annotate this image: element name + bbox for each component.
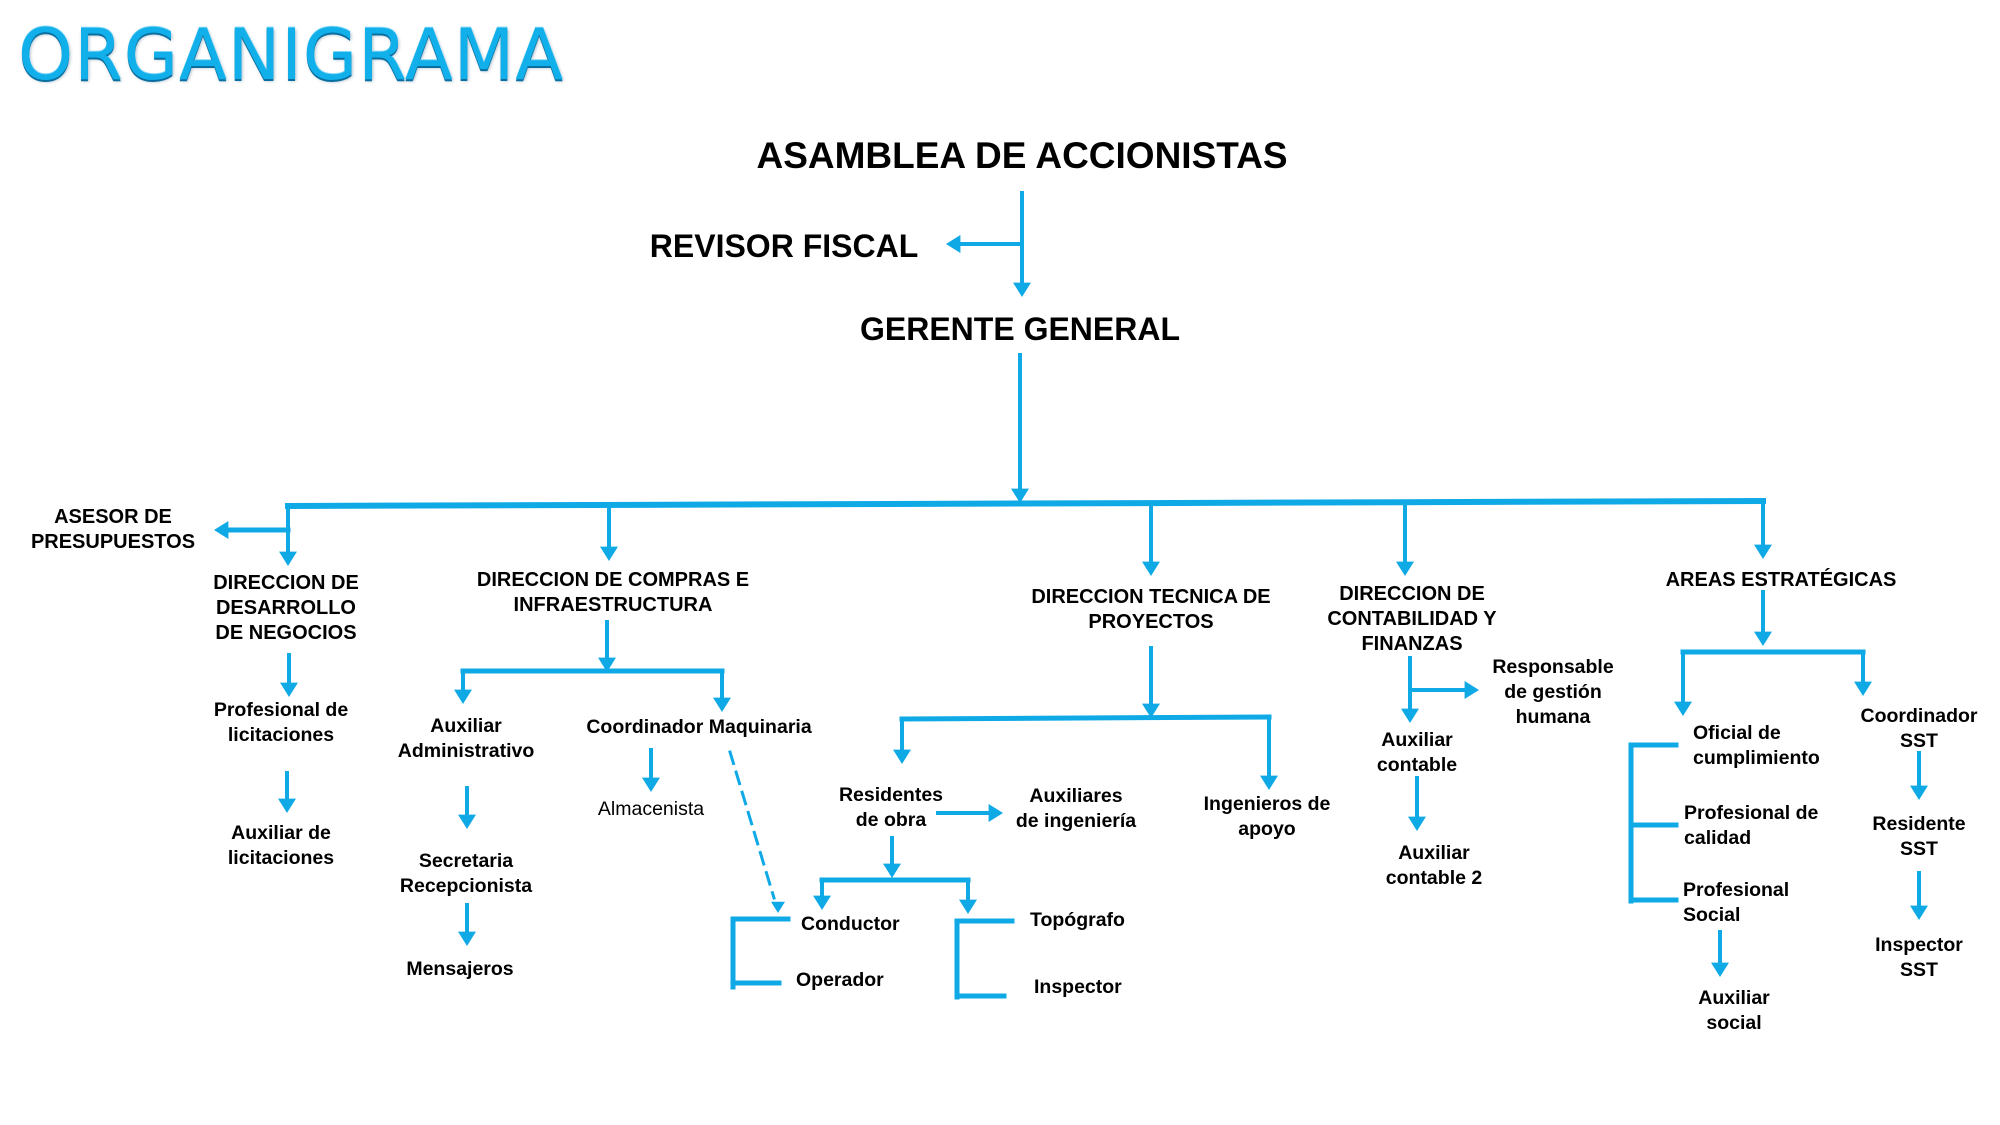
node-gerente-general: GERENTE GENERAL — [859, 311, 1181, 347]
connector-almacenista-arrowhead-icon — [642, 777, 660, 792]
node-auxiliar-social: Auxiliar social — [1698, 987, 1770, 1034]
node-profesional-calidad: Profesional de calidad — [1684, 802, 1819, 849]
connector-residente-sst-arrowhead-icon — [1910, 785, 1928, 800]
node-asesor-presupuestos: ASESOR DE PRESUPUESTOS — [30, 506, 196, 553]
node-direccion-contabilidad: DIRECCION DE CONTABILIDAD Y FINANZAS — [1327, 583, 1497, 655]
node-auxiliar-administrativo: Auxiliar Administrativo — [397, 715, 535, 762]
node-direccion-tecnica: DIRECCION TECNICA DE PROYECTOS — [1031, 586, 1271, 633]
node-responsable-gestion-humana: Responsable de gestión humana — [1492, 656, 1614, 728]
connector-compras-sub-arrowhead-icon — [598, 657, 616, 672]
node-direccion-negocios: DIRECCION DE DESARROLLO DE NEGOCIOS — [213, 572, 359, 644]
connector-coordinador-maquinaria-arrowhead-icon — [713, 697, 731, 712]
connector-gerente-bus-arrowhead-icon — [1011, 488, 1029, 503]
connector-tecnica-sub-arrowhead-icon — [1142, 703, 1160, 718]
connector-asamblea-gerente-arrowhead-icon — [1013, 282, 1031, 297]
connector-mensajeros-arrowhead-icon — [458, 931, 476, 946]
node-coordinador-sst: Coordinador SST — [1860, 705, 1978, 752]
connector-aux-contable-2-arrowhead-icon — [1408, 816, 1426, 831]
node-ingenieros-apoyo: Ingenieros de apoyo — [1203, 793, 1331, 840]
main-bus-line — [284, 497, 1767, 510]
connector-tecnica-arrowhead-icon — [1142, 561, 1160, 576]
node-profesional-social: Profesional Social — [1683, 879, 1790, 926]
node-residentes-obra: Residentes de obra — [838, 784, 944, 831]
node-topografo: Topógrafo — [1030, 909, 1125, 931]
connector-topografo-group-arrowhead-icon — [959, 899, 977, 914]
connector-negocios-arrowhead-icon — [279, 551, 297, 566]
node-inspector: Inspector — [1034, 976, 1122, 998]
connector-inspector-sst-arrowhead-icon — [1910, 905, 1928, 920]
connector-auxiliar-licitaciones-arrowhead-icon — [278, 798, 296, 813]
node-mensajeros: Mensajeros — [406, 958, 514, 980]
connector-coord-sst-arrowhead-icon — [1854, 681, 1872, 696]
dashed-connector-conductor — [728, 750, 776, 900]
node-revisor-fiscal: REVISOR FISCAL — [649, 228, 919, 264]
connector-residentes-arrowhead-icon — [893, 749, 911, 764]
node-secretaria-recepcionista: Secretaria Recepcionista — [399, 850, 533, 897]
node-direccion-compras: DIRECCION DE COMPRAS E INFRAESTRUCTURA — [476, 569, 750, 616]
connector-revisor-fiscal-arrowhead-icon — [946, 235, 961, 253]
connector-aux-admin-arrowhead-icon — [454, 689, 472, 704]
node-asamblea: ASAMBLEA DE ACCIONISTAS — [756, 135, 1288, 176]
connector-secretaria-arrowhead-icon — [458, 814, 476, 829]
node-oficial-cumplimiento: Oficial de cumplimiento — [1693, 722, 1820, 769]
connector-profesional-licitaciones-arrowhead-icon — [280, 682, 298, 697]
connector-areas-arrowhead-icon — [1754, 544, 1772, 559]
node-auxiliar-licitaciones: Auxiliar de licitaciones — [227, 822, 335, 869]
page-title: ORGANIGRAMA — [18, 14, 565, 96]
connector-areas-sub-arrowhead-icon — [1754, 631, 1772, 646]
node-inspector-sst: Inspector SST — [1875, 934, 1963, 981]
connector-compras-arrowhead-icon — [600, 546, 618, 561]
node-coordinador-maquinaria: Coordinador Maquinaria — [586, 716, 812, 738]
node-areas-estrategicas: AREAS ESTRATÉGICAS — [1665, 569, 1897, 591]
connector-residentes-sub-arrowhead-icon — [883, 863, 901, 878]
connector-ingenieros-arrowhead-icon — [1260, 775, 1278, 790]
connector-asesor-arrowhead-icon — [214, 521, 229, 539]
tecnica-sub-bus — [899, 714, 1272, 722]
connector-contabilidad-arrowhead-icon — [1396, 561, 1414, 576]
node-residente-sst: Residente SST — [1872, 813, 1966, 860]
connector-aux-social-arrowhead-icon — [1711, 962, 1729, 977]
connector-auxiliares-ingenieria-arrowhead-icon — [988, 804, 1003, 822]
node-conductor: Conductor — [801, 913, 900, 935]
connector-oficial-arrowhead-icon — [1674, 701, 1692, 716]
node-auxiliares-ingenieria: Auxiliares de ingeniería — [1015, 785, 1137, 832]
node-operador: Operador — [796, 969, 884, 991]
connector-conductor-group-arrowhead-icon — [813, 895, 831, 910]
node-profesional-licitaciones: Profesional de licitaciones — [213, 699, 349, 746]
node-auxiliar-contable-2: Auxiliar contable 2 — [1385, 842, 1483, 889]
connector-aux-contable-arrowhead-icon — [1401, 708, 1419, 723]
node-almacenista: Almacenista — [597, 798, 705, 820]
connector-responsable-arrowhead-icon — [1464, 681, 1479, 699]
dashed-connector-conductor-arrowhead-icon — [771, 901, 785, 913]
node-auxiliar-contable: Auxiliar contable — [1376, 729, 1458, 776]
